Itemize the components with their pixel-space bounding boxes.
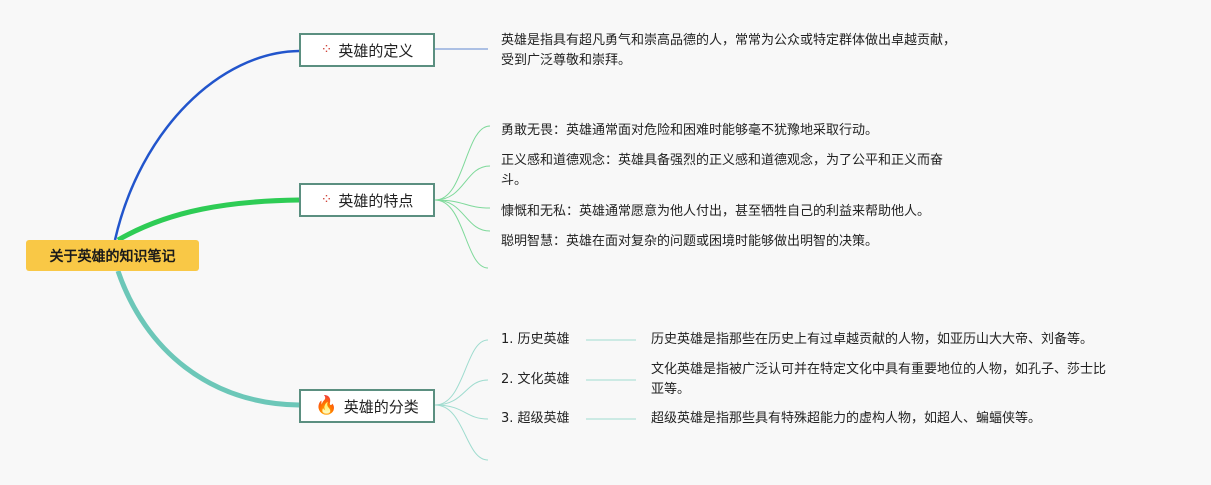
topic-traits-label: 英雄的特点 xyxy=(338,191,414,210)
link-type-1 xyxy=(434,339,489,406)
trait-item-line1: 正义感和道德观念：英雄具备强烈的正义感和道德观念，为了公平和正义而奋 xyxy=(501,153,944,168)
type-desc: 文化英雄是指被广泛认可并在特定文化中具有重要地位的人物，如孔子、莎士比 亚等。 xyxy=(651,360,1106,400)
root-node[interactable]: 关于英雄的知识笔记 xyxy=(26,240,199,271)
trait-item-line1: 勇敢无畏：英雄通常面对危险和困难时能够毫不犹豫地采取行动。 xyxy=(501,123,879,138)
type-label: 2. 文化英雄 xyxy=(501,372,570,387)
fire-icon: 🔥 xyxy=(315,395,338,416)
definition-text-line2: 受到广泛尊敬和崇拜。 xyxy=(501,53,632,68)
link-trait-5 xyxy=(434,199,489,269)
link-trait-1 xyxy=(434,125,491,201)
definition-text-line1: 英雄是指具有超凡勇气和崇高品德的人，常常为公众或特定群体做出卓越贡献， xyxy=(501,33,957,48)
type-label: 1. 历史英雄 xyxy=(501,332,570,347)
trait-item-line1: 慷慨和无私：英雄通常愿意为他人付出，甚至牺牲自己的利益来帮助他人。 xyxy=(501,204,931,219)
topic-types-label: 英雄的分类 xyxy=(343,397,419,416)
type-desc-line1: 超级英雄是指那些具有特殊超能力的虚构人物，如超人、蝙蝠侠等。 xyxy=(651,411,1042,426)
topic-traits[interactable]: ⁘ 英雄的特点 xyxy=(299,183,435,217)
type-desc: 超级英雄是指那些具有特殊超能力的虚构人物，如超人、蝙蝠侠等。 xyxy=(651,409,1041,429)
definition-text: 英雄是指具有超凡勇气和崇高品德的人，常常为公众或特定群体做出卓越贡献， 受到广泛… xyxy=(501,31,956,71)
sparkle-icon: ⁘ xyxy=(320,42,333,58)
link-type-3 xyxy=(434,404,489,420)
branch-traits xyxy=(116,197,300,243)
link-type-2 xyxy=(434,379,489,406)
trait-item: 聪明智慧：英雄在面对复杂的问题或困境时能够做出明智的决策。 xyxy=(501,232,878,252)
type-desc: 历史英雄是指那些在历史上有过卓越贡献的人物，如亚历山大大帝、刘备等。 xyxy=(651,330,1093,350)
link-trait-2 xyxy=(434,165,491,201)
root-label: 关于英雄的知识笔记 xyxy=(49,248,176,265)
branch-definition xyxy=(113,49,300,241)
trait-item: 正义感和道德观念：英雄具备强烈的正义感和道德观念，为了公平和正义而奋 斗。 xyxy=(501,151,943,191)
type-desc-line1: 历史英雄是指那些在历史上有过卓越贡献的人物，如亚历山大大帝、刘备等。 xyxy=(651,332,1094,347)
topic-definition-label: 英雄的定义 xyxy=(338,41,414,60)
trait-item: 勇敢无畏：英雄通常面对危险和困难时能够毫不犹豫地采取行动。 xyxy=(501,121,878,141)
trait-item-line1: 聪明智慧：英雄在面对复杂的问题或困境时能够做出明智的决策。 xyxy=(501,234,879,249)
trait-item-line2: 斗。 xyxy=(501,173,528,188)
sparkle-icon: ⁘ xyxy=(320,192,333,208)
type-desc-line2: 亚等。 xyxy=(651,382,691,397)
topic-definition[interactable]: ⁘ 英雄的定义 xyxy=(299,33,435,67)
branch-types xyxy=(115,270,300,408)
link-trait-4 xyxy=(434,199,491,232)
type-desc-line1: 文化英雄是指被广泛认可并在特定文化中具有重要地位的人物，如孔子、莎士比 xyxy=(651,362,1107,377)
link-type-4 xyxy=(434,404,489,461)
topic-types[interactable]: 🔥 英雄的分类 xyxy=(299,389,435,423)
trait-item: 慷慨和无私：英雄通常愿意为他人付出，甚至牺牲自己的利益来帮助他人。 xyxy=(501,202,930,222)
type-label: 3. 超级英雄 xyxy=(501,411,570,426)
